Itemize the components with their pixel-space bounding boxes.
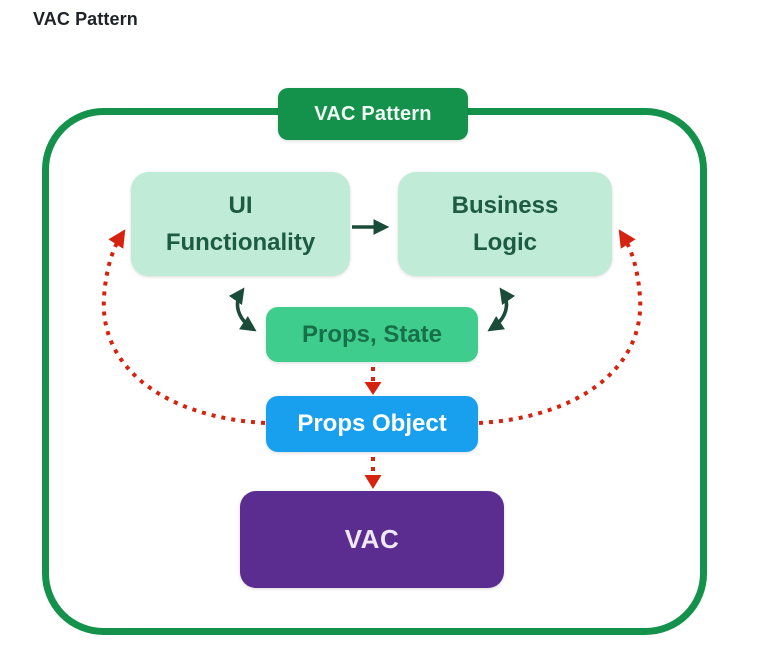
edge-business-props-state-double-arrow (487, 287, 516, 332)
edge-props-state-to-props-object-arrow (364, 367, 382, 395)
node-vac: VAC (240, 491, 504, 588)
edge-props-object-to-business-dotted-curve (478, 229, 643, 425)
node-props-state: Props, State (266, 307, 478, 362)
diagram-title-badge: VAC Pattern (278, 88, 468, 140)
node-business-logic: Business Logic (398, 172, 612, 276)
edge-props-object-to-vac-arrow (364, 457, 382, 489)
page-title: VAC Pattern (33, 9, 138, 29)
edge-props-object-to-ui-dotted-curve (101, 229, 266, 425)
node-ui-functionality: UI Functionality (131, 172, 350, 276)
node-props-object: Props Object (266, 396, 478, 452)
edge-ui-props-state-double-arrow (228, 287, 257, 332)
